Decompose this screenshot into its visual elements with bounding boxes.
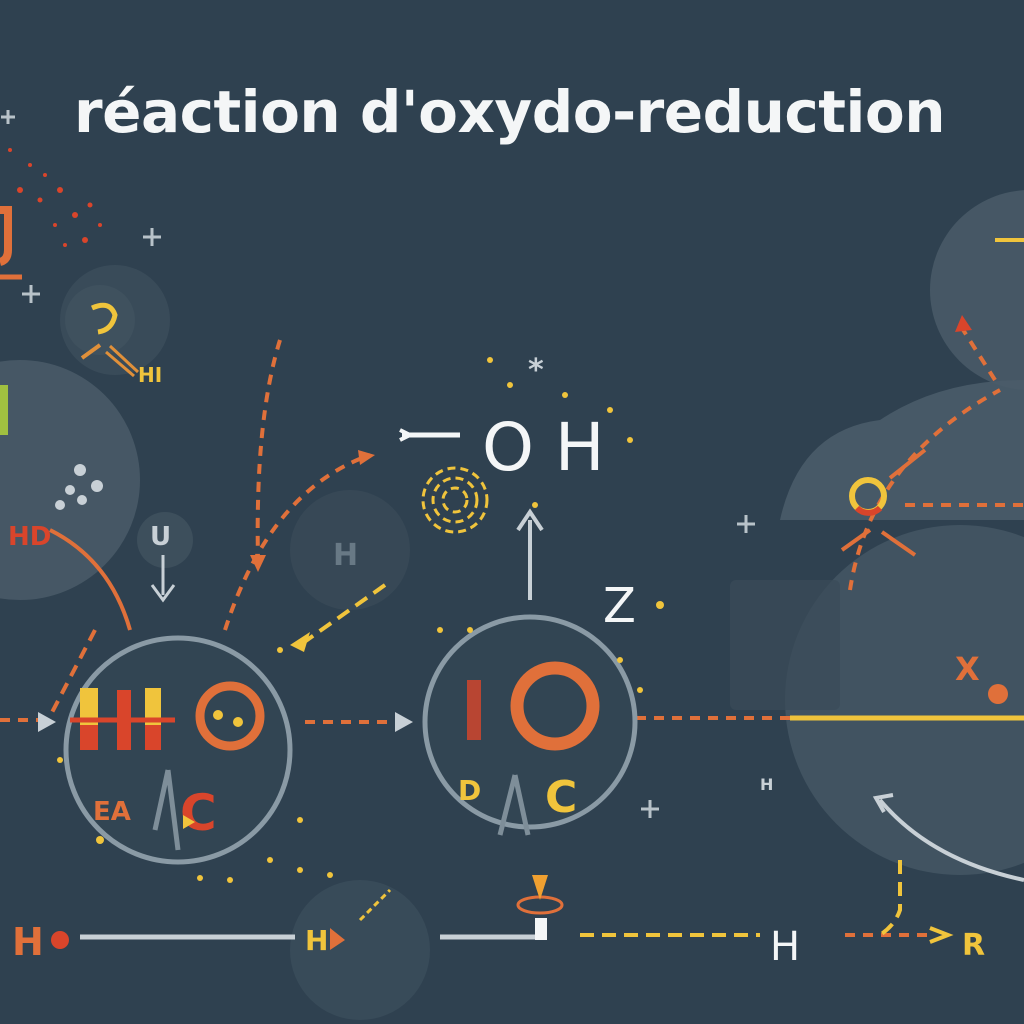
particle-cluster (8, 148, 102, 247)
left-reaction-circle: C EA (63, 635, 293, 865)
svg-text:HD: HD (8, 522, 51, 552)
dashed-arrows-yellow (298, 583, 902, 937)
hydroxide-label: O H * (399, 353, 605, 486)
svg-text:U: U (150, 522, 171, 552)
svg-text:O H: O H (482, 409, 605, 486)
svg-text:HI: HI (138, 363, 162, 387)
hi-molecule-cluster: HI (65, 285, 162, 387)
svg-text:X: X (955, 650, 980, 688)
faded-h-label: H (333, 538, 358, 573)
partial-u-glyph (0, 206, 22, 280)
svg-text:C: C (180, 784, 217, 842)
arrowheads-white (38, 712, 413, 732)
plus-icons (1, 110, 755, 818)
svg-text:H: H (760, 775, 773, 794)
yellow-particles (57, 357, 664, 883)
svg-text:EA: EA (93, 797, 131, 827)
right-ring-molecule: X H (760, 238, 1024, 882)
background-bubbles (0, 190, 1024, 1020)
diagram-title: réaction d'oxydo-reduction (74, 78, 946, 146)
dashed-arrows-orange (0, 323, 1024, 937)
u-down-arrow: U (137, 512, 193, 603)
electron-spiral (421, 466, 489, 534)
yellow-arrowhead (290, 632, 310, 652)
middle-reaction-circle: D C (422, 614, 638, 836)
left-bubble-contents: HD (0, 385, 132, 631)
svg-text:H: H (770, 924, 800, 970)
arrowheads-orange (250, 315, 1008, 704)
svg-text:H: H (12, 920, 44, 964)
svg-text:C: C (545, 772, 577, 823)
svg-text:H: H (305, 924, 328, 957)
bottom-reaction-chain: H H H R (12, 875, 985, 970)
up-arrow (516, 508, 544, 600)
svg-text:D: D (458, 774, 481, 807)
svg-text:*: * (528, 353, 544, 388)
z-label: Z (603, 578, 636, 634)
svg-text:R: R (962, 928, 985, 963)
